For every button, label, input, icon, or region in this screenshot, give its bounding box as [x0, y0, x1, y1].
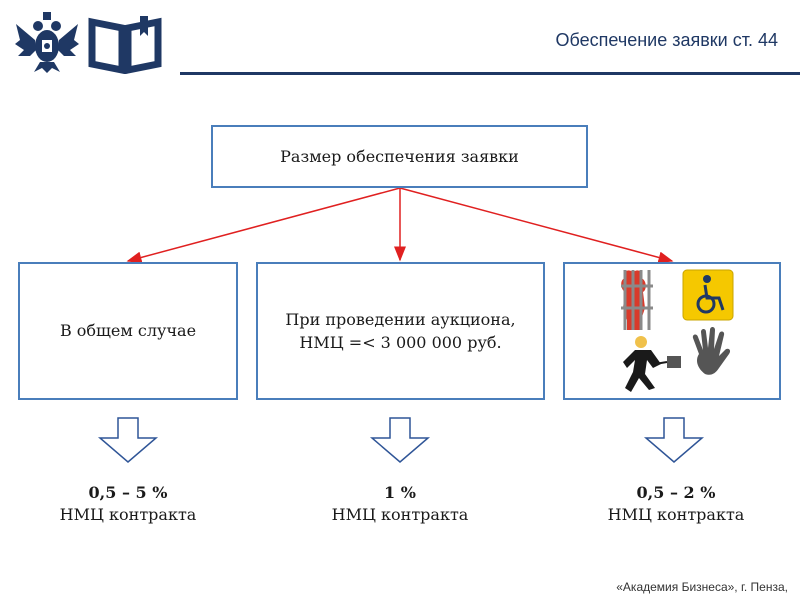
- auction-case-box: При проведении аукциона, НМЦ =< 3 000 00…: [256, 262, 545, 400]
- result-auction-desc: НМЦ контракта: [331, 505, 469, 525]
- top-box-label: Размер обеспечения заявки: [280, 146, 519, 166]
- arrow-to-left-box: [126, 187, 401, 264]
- prison-icon: [621, 270, 653, 330]
- down-arrow-right: [643, 417, 705, 463]
- result-special-desc: НМЦ контракта: [607, 505, 745, 525]
- result-general-desc: НМЦ контракта: [59, 505, 197, 525]
- businessman-icon: [623, 336, 681, 392]
- result-special-percent: 0,5 – 2 %: [636, 483, 716, 502]
- special-categories-box: [563, 262, 781, 400]
- result-special: 0,5 – 2 % НМЦ контракта: [566, 482, 786, 527]
- footer-credit: «Академия Бизнеса», г. Пенза,: [616, 580, 788, 594]
- arrow-to-right-box: [399, 187, 674, 264]
- auction-case-label-line2: НМЦ =< 3 000 000 руб.: [299, 333, 502, 352]
- result-general: 0,5 – 5 % НМЦ контракта: [18, 482, 238, 527]
- double-headed-eagle-icon: [15, 12, 79, 73]
- top-box: Размер обеспечения заявки: [211, 125, 588, 188]
- result-general-percent: 0,5 – 5 %: [88, 483, 168, 502]
- page-title: Обеспечение заявки ст. 44: [555, 30, 778, 50]
- header-divider: [180, 72, 800, 75]
- result-auction-percent: 1 %: [384, 483, 416, 502]
- auction-case-label-line1: При проведении аукциона,: [285, 309, 516, 329]
- wheelchair-icon: [682, 269, 734, 321]
- open-book-icon: [88, 16, 162, 74]
- handprint-icon: [692, 327, 731, 375]
- special-icons: [621, 269, 734, 392]
- down-arrow-left: [97, 417, 159, 463]
- general-case-box: В общем случае: [18, 262, 238, 400]
- general-case-label: В общем случае: [59, 321, 197, 341]
- down-arrow-middle: [369, 417, 431, 463]
- result-auction: 1 % НМЦ контракта: [290, 482, 510, 527]
